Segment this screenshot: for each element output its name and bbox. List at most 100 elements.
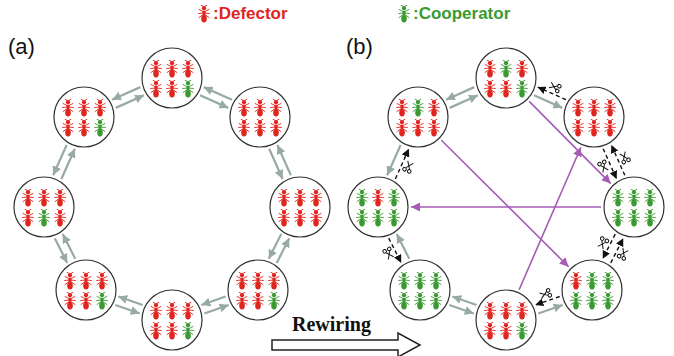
ant-icon — [183, 322, 194, 339]
scissors-icon — [597, 236, 610, 250]
ant-icon — [23, 209, 34, 226]
ant-icon — [485, 60, 496, 77]
island-circle — [229, 86, 291, 148]
ant-icon — [239, 99, 250, 116]
ant-icon — [239, 119, 250, 136]
panel-label: (b) — [346, 34, 373, 60]
scissors-icon — [539, 288, 552, 300]
ant-icon — [603, 292, 614, 309]
ant-icon — [501, 80, 512, 97]
ant-icon — [397, 119, 408, 136]
ant-icon — [253, 292, 264, 309]
ant-icon — [389, 189, 400, 206]
migration-link — [446, 87, 474, 100]
island-border — [56, 260, 116, 320]
migration-link — [277, 238, 289, 263]
ant-icon — [63, 99, 74, 116]
migration-link — [534, 95, 562, 108]
cut-link — [538, 87, 566, 100]
ant-icon — [79, 99, 90, 116]
island-circle — [227, 259, 289, 321]
ant-icon — [271, 99, 282, 116]
ant-icon — [39, 209, 50, 226]
island-outline — [13, 176, 75, 238]
ant-icon — [605, 99, 616, 116]
ant-icon — [79, 119, 90, 136]
ant-icon — [295, 209, 306, 226]
ant-icon — [269, 272, 280, 289]
ant-icon — [571, 292, 582, 309]
ant-icon — [97, 272, 108, 289]
migration-link — [449, 305, 473, 313]
scissors-icon — [548, 81, 561, 93]
legend-text: :Defector — [213, 4, 288, 24]
migration-link — [538, 305, 562, 313]
island-border — [564, 87, 624, 147]
ant-icon — [81, 272, 92, 289]
island-circle — [141, 289, 203, 351]
ant-icon — [311, 209, 322, 226]
island-border — [228, 260, 288, 320]
island-border — [270, 177, 330, 237]
ant-icon — [431, 292, 442, 309]
ant-icon — [151, 80, 162, 97]
ant-icon — [255, 119, 266, 136]
island-outline — [141, 47, 203, 109]
island-outline — [475, 47, 537, 109]
ant-icon — [311, 189, 322, 206]
island-outline — [387, 86, 449, 148]
process-label: Rewiring — [292, 313, 371, 336]
ant-icon — [517, 80, 528, 97]
ant-icon — [389, 209, 400, 226]
ant-icon — [279, 189, 290, 206]
migration-link — [63, 234, 75, 259]
island-outline — [389, 259, 451, 321]
panel-label: (a) — [8, 34, 35, 60]
ant-icon — [255, 99, 266, 116]
ant-icon — [65, 292, 76, 309]
ant-icon — [415, 272, 426, 289]
ant-icon — [629, 209, 640, 226]
ant-icon — [399, 292, 410, 309]
island-border — [388, 87, 448, 147]
ant-icon — [413, 99, 424, 116]
ant-icon — [95, 99, 106, 116]
migration-link — [277, 145, 290, 175]
migration-link — [55, 238, 67, 263]
ant-icon — [587, 292, 598, 309]
scissors-icon — [618, 151, 630, 164]
island-outline — [603, 176, 665, 238]
ant-icon — [167, 322, 178, 339]
ant-icon — [269, 292, 280, 309]
scissors-icon — [617, 247, 630, 261]
ant-icon — [573, 119, 584, 136]
migration-link — [118, 297, 142, 305]
migration-link — [204, 87, 232, 100]
island-circle — [475, 289, 537, 351]
island-circle — [53, 86, 115, 148]
ant-icon — [271, 119, 282, 136]
ant-icon — [183, 60, 194, 77]
ant-icon — [587, 272, 598, 289]
migration-link — [452, 297, 476, 305]
ant-icon — [413, 119, 424, 136]
scissors-icon — [402, 160, 414, 173]
island-circle — [13, 176, 75, 238]
island-circle — [347, 176, 409, 238]
ant-icon — [485, 322, 496, 339]
migration-link — [201, 297, 225, 305]
island-circle — [561, 259, 623, 321]
rewiring-arrow — [272, 333, 420, 356]
ant-icon — [151, 60, 162, 77]
island-outline — [475, 289, 537, 351]
island-outline — [269, 176, 331, 238]
cut-link — [535, 297, 559, 305]
island-circle — [563, 86, 625, 148]
ant-icon — [517, 302, 528, 319]
ant-icon — [645, 209, 656, 226]
rewired-link — [441, 140, 568, 266]
ant-icon — [167, 60, 178, 77]
ant-icon — [279, 209, 290, 226]
island-border — [230, 87, 290, 147]
migration-link — [269, 234, 281, 259]
